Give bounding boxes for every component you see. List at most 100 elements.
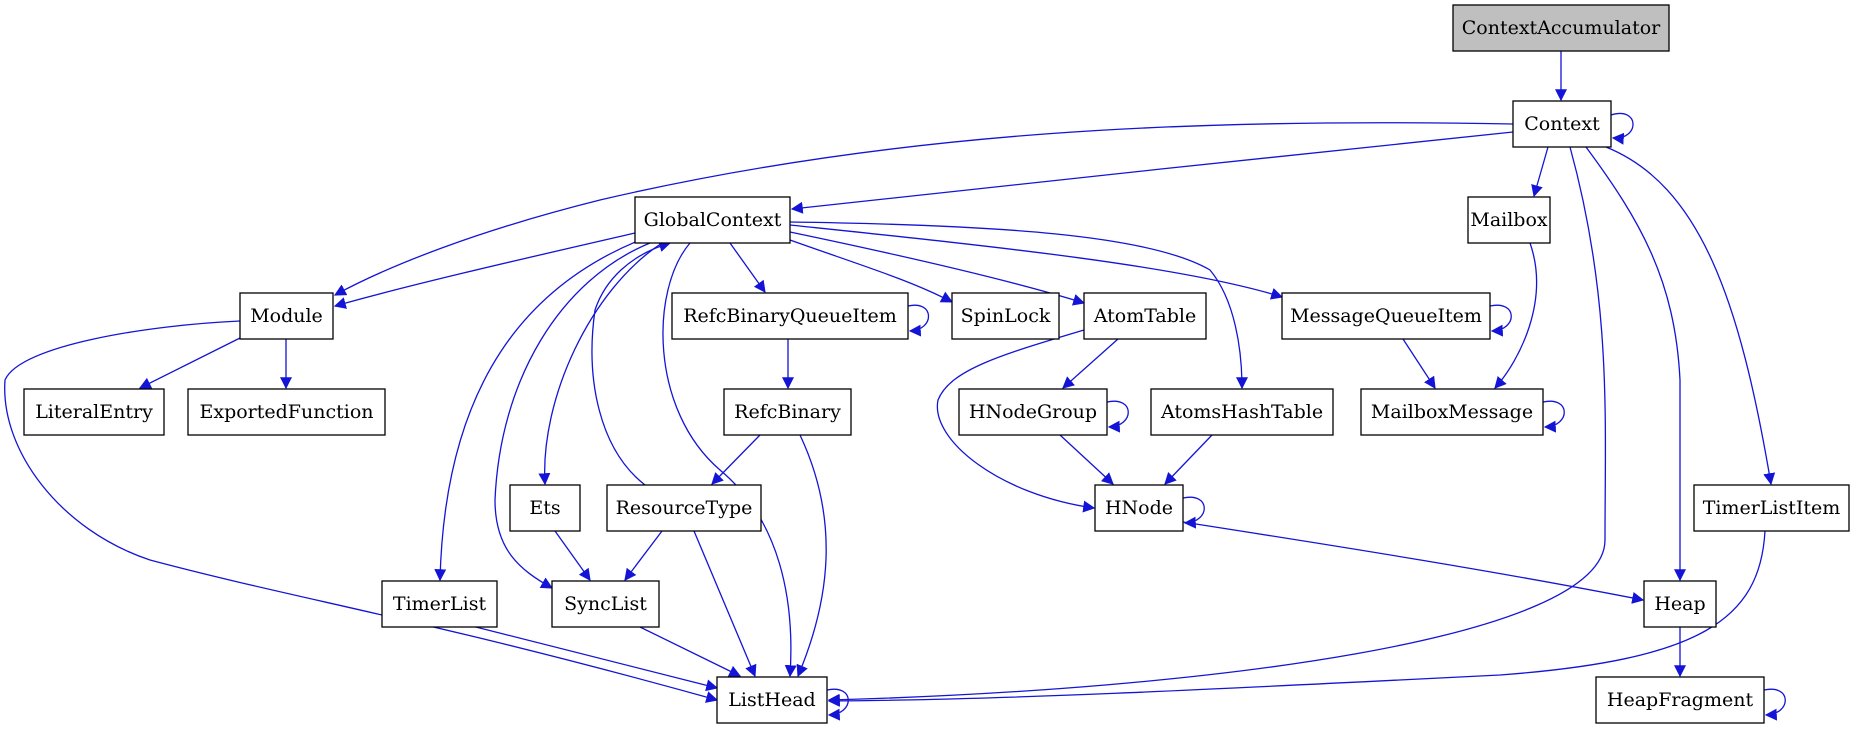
- edge-line: [1182, 521, 1645, 604]
- edge-heap-fragment-to-heap-fragment: [1763, 688, 1786, 721]
- edge-line: [1164, 434, 1213, 485]
- node-label: AtomTable: [1093, 305, 1197, 327]
- edge-line: [1531, 146, 1549, 198]
- node-context-accumulator[interactable]: ContextAccumulator: [1452, 4, 1670, 52]
- edge-line: [1605, 146, 1776, 486]
- node-label: Module: [250, 305, 323, 327]
- node-box: [381, 580, 498, 628]
- edge-module-to-list-head: [4, 320, 719, 703]
- node-label: MessageQueueItem: [1290, 305, 1482, 327]
- edge-global-context-to-timer-list: [434, 239, 641, 582]
- node-mailbox[interactable]: Mailbox: [1467, 196, 1551, 244]
- node-message-queue-item[interactable]: MessageQueueItem: [1281, 292, 1491, 340]
- edge-global-context-to-message-queue-item: [789, 224, 1284, 300]
- node-box: [1467, 196, 1551, 244]
- edge-refc-binary-to-resource-type: [711, 434, 761, 485]
- node-sync-list[interactable]: SyncList: [551, 580, 660, 628]
- edge-line: [789, 221, 1248, 390]
- edge-global-context-to-list-head: [662, 242, 797, 678]
- node-box: [1360, 388, 1544, 436]
- edge-atom-table-to-hnode-group: [1062, 338, 1119, 389]
- node-label: ResourceType: [616, 497, 753, 519]
- edge-context-to-list-head: [827, 146, 1607, 706]
- node-context[interactable]: Context: [1512, 100, 1612, 148]
- node-box: [606, 484, 762, 532]
- node-box: [1595, 676, 1765, 724]
- edge-line: [1489, 304, 1512, 337]
- edge-message-queue-item-to-message-queue-item: [1489, 304, 1512, 337]
- node-label: Context: [1524, 113, 1600, 135]
- edge-line: [1494, 242, 1538, 389]
- edge-atom-table-to-hnode: [936, 329, 1096, 513]
- edge-context-to-mailbox: [1531, 146, 1549, 198]
- edge-resource-type-to-sync-list: [624, 530, 663, 581]
- edge-timer-list-item-to-list-head: [827, 530, 1766, 707]
- edge-context-to-timer-list-item: [1605, 146, 1776, 486]
- node-atom-table[interactable]: AtomTable: [1083, 292, 1207, 340]
- edge-line: [1059, 434, 1114, 485]
- edge-line: [662, 242, 797, 678]
- node-global-context[interactable]: GlobalContext: [634, 196, 791, 244]
- node-label: MailboxMessage: [1371, 401, 1533, 423]
- node-spin-lock[interactable]: SpinLock: [951, 292, 1060, 340]
- node-box: [23, 388, 165, 436]
- node-label: LiteralEntry: [35, 401, 153, 423]
- node-timer-list-item[interactable]: TimerListItem: [1693, 484, 1850, 532]
- edge-line: [639, 626, 742, 677]
- edge-line: [1763, 688, 1786, 721]
- edge-line: [789, 224, 1284, 300]
- edge-ets-to-sync-list: [554, 530, 591, 581]
- node-timer-list[interactable]: TimerList: [381, 580, 498, 628]
- edge-context-to-module: [333, 122, 1514, 296]
- edge-line: [459, 622, 719, 692]
- node-exported-function[interactable]: ExportedFunction: [187, 388, 386, 436]
- edge-line: [591, 240, 672, 486]
- node-atoms-hash-table[interactable]: AtomsHashTable: [1150, 388, 1334, 436]
- edge-hnode-to-hnode: [1182, 496, 1205, 529]
- edge-context-to-heap: [1585, 146, 1686, 582]
- node-mailbox-message[interactable]: MailboxMessage: [1360, 388, 1544, 436]
- node-literal-entry[interactable]: LiteralEntry: [23, 388, 165, 436]
- node-resource-type[interactable]: ResourceType: [606, 484, 762, 532]
- edge-line: [936, 329, 1096, 513]
- node-ets[interactable]: Ets: [509, 484, 581, 532]
- node-list-head[interactable]: ListHead: [716, 676, 828, 724]
- node-label: HNode: [1105, 497, 1173, 519]
- node-heap[interactable]: Heap: [1643, 580, 1717, 628]
- node-refc-binary[interactable]: RefcBinary: [723, 388, 852, 436]
- node-module[interactable]: Module: [239, 292, 334, 340]
- edge-line: [827, 146, 1607, 706]
- edge-atoms-hash-table-to-hnode: [1164, 434, 1213, 485]
- edge-line: [826, 688, 849, 721]
- node-label: Mailbox: [1470, 209, 1548, 231]
- edge-line: [624, 530, 663, 581]
- node-box: [723, 388, 852, 436]
- node-box: [509, 484, 581, 532]
- edge-hnode-group-to-hnode: [1059, 434, 1114, 485]
- node-box: [1094, 484, 1184, 532]
- node-label: HeapFragment: [1607, 689, 1754, 711]
- edge-resource-type-to-list-head: [693, 530, 757, 678]
- edge-line: [711, 434, 761, 485]
- edge-list-head-to-list-head: [826, 688, 849, 721]
- edge-line: [4, 320, 719, 703]
- node-box: [187, 388, 386, 436]
- edge-line: [789, 239, 954, 303]
- edge-line: [1542, 400, 1565, 433]
- edge-line: [1402, 338, 1436, 390]
- node-box: [1281, 292, 1491, 340]
- node-label: SyncList: [564, 593, 647, 615]
- node-label: Heap: [1654, 593, 1705, 615]
- node-refc-binary-queue-item[interactable]: RefcBinaryQueueItem: [671, 292, 909, 340]
- node-hnode-group[interactable]: HNodeGroup: [958, 388, 1108, 436]
- edge-line: [1062, 338, 1119, 389]
- node-hnode[interactable]: HNode: [1094, 484, 1184, 532]
- node-heap-fragment[interactable]: HeapFragment: [1595, 676, 1765, 724]
- edge-line: [333, 122, 1514, 296]
- edge-global-context-to-ets: [538, 242, 663, 486]
- node-box: [1452, 4, 1670, 52]
- edge-context-to-global-context: [790, 131, 1514, 214]
- edge-resource-type-to-global-context: [591, 240, 672, 486]
